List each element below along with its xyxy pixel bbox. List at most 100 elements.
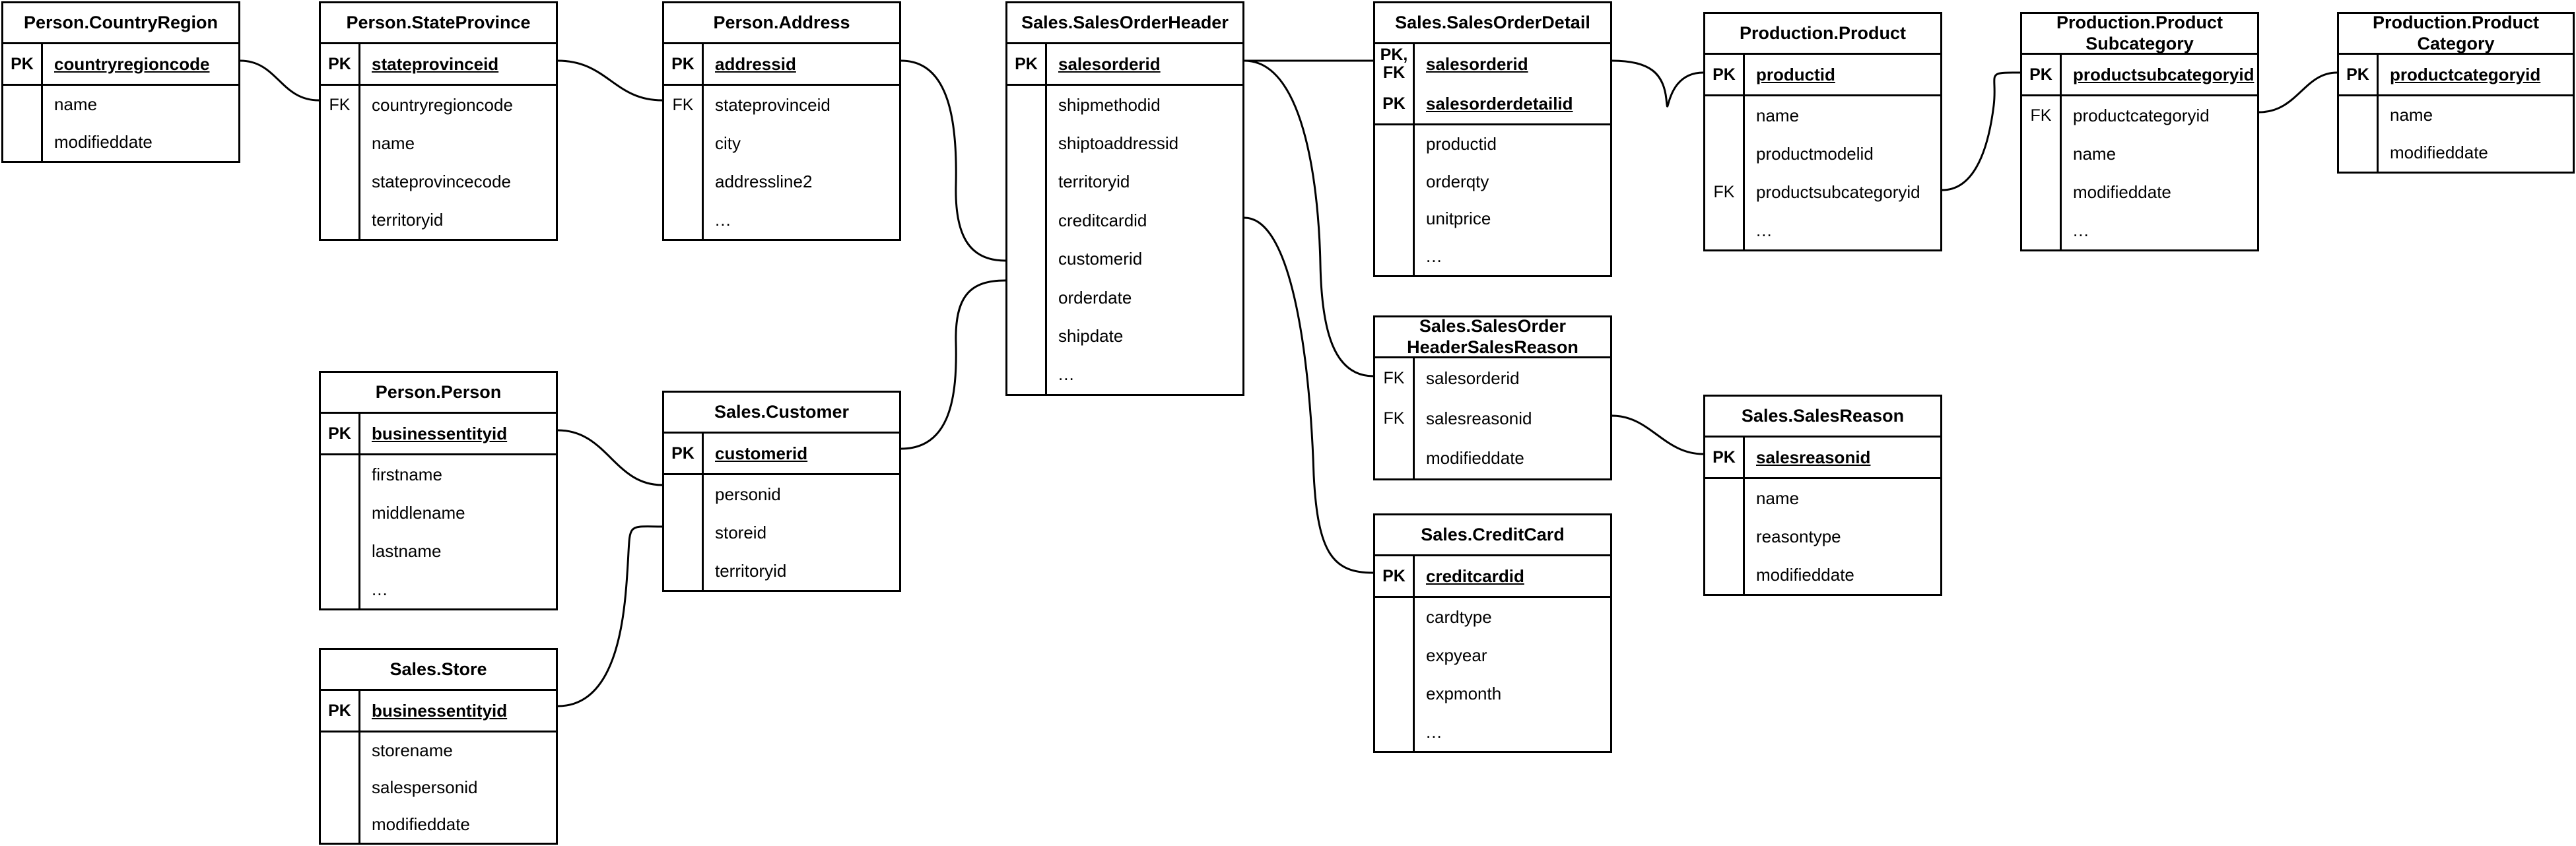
attribute-row[interactable]: modifieddate — [321, 806, 556, 843]
attribute-row[interactable]: territoryid — [321, 201, 556, 239]
entity-title: Production.Product — [1705, 14, 1940, 55]
attribute-row[interactable]: salespersonid — [321, 769, 556, 806]
attribute-row[interactable]: orderqty — [1375, 162, 1610, 201]
attribute-row[interactable]: ... — [1375, 713, 1610, 751]
attribute-row[interactable]: modifieddate — [2022, 173, 2257, 211]
entity-title: Person.Address — [664, 3, 899, 44]
attribute-row[interactable]: personid — [664, 475, 899, 513]
attribute-row[interactable]: orderdate — [1007, 278, 1242, 317]
attribute-row[interactable]: modifieddate — [1375, 438, 1610, 479]
key-indicator — [1375, 438, 1415, 479]
relationship-rel-stateprovince-address[interactable] — [551, 52, 680, 110]
attribute-row[interactable]: ... — [2022, 211, 2257, 249]
attribute-row[interactable]: name — [2022, 135, 2257, 173]
attribute-row[interactable]: modifieddate — [3, 123, 238, 161]
attribute-row[interactable]: ... — [1375, 238, 1610, 275]
attribute-row[interactable]: ... — [1007, 355, 1242, 394]
relationship-rel-salesorderheader-sohsr[interactable] — [1244, 59, 1380, 385]
attribute-row[interactable]: shipdate — [1007, 317, 1242, 356]
attribute-row[interactable]: name — [1705, 479, 1940, 517]
relationship-rel-address-salesorderheader[interactable] — [894, 52, 1023, 271]
attribute-row[interactable]: lastname — [321, 532, 556, 570]
attribute-name: countryregioncode — [54, 53, 210, 74]
key-indicator — [321, 769, 360, 806]
relationship-line — [557, 59, 663, 102]
attribute-row[interactable]: expmonth — [1375, 674, 1610, 713]
attribute-row[interactable]: productmodelid — [1705, 135, 1940, 173]
attribute-row[interactable]: modifieddate — [2339, 134, 2573, 172]
relationship-rel-salesorderdetail-product[interactable] — [1611, 59, 1711, 108]
attribute-row[interactable]: reasontype — [1705, 517, 1940, 556]
attribute-row[interactable]: customerid — [1007, 240, 1242, 278]
attribute-row[interactable]: productid — [1375, 125, 1610, 163]
attribute-row[interactable]: name — [321, 124, 556, 162]
attribute-row[interactable]: stateprovincecode — [321, 162, 556, 201]
attribute-row[interactable]: unitprice — [1375, 200, 1610, 238]
attribute-row[interactable]: shipmethodid — [1007, 86, 1242, 125]
attribute-row[interactable]: middlename — [321, 494, 556, 532]
relationship-rel-salesorderheader-salesorderdetail[interactable] — [1237, 51, 1391, 71]
key-indicator — [2022, 135, 2062, 173]
attribute-row[interactable]: cardtype — [1375, 598, 1610, 636]
attribute-row[interactable]: creditcardid — [1007, 201, 1242, 240]
attribute-row[interactable]: addressline2 — [664, 162, 899, 201]
attribute-row[interactable]: territoryid — [1007, 162, 1242, 202]
key-indicator — [1375, 238, 1415, 275]
attribute-row[interactable]: name — [1705, 96, 1940, 135]
attribute-row[interactable]: storeid — [664, 513, 899, 552]
attribute-row[interactable]: name — [3, 86, 238, 123]
relationship-rel-customer-salesorderheader[interactable] — [894, 271, 1023, 457]
attribute-row[interactable]: ... — [1705, 211, 1940, 249]
attribute-row[interactable]: shiptoaddressid — [1007, 124, 1242, 163]
attribute-row[interactable]: territoryid — [664, 552, 899, 590]
attribute-row[interactable]: name — [2339, 96, 2573, 134]
attribute-row[interactable]: modifieddate — [1705, 556, 1940, 594]
attribute-name: modifieddate — [1426, 448, 1524, 469]
attribute-name: lastname — [372, 540, 442, 561]
attribute-row[interactable]: storename — [321, 732, 556, 769]
attribute-row[interactable]: firstname — [321, 455, 556, 494]
relationship-rel-salesorderheader-creditcard[interactable] — [1227, 208, 1380, 581]
attribute-row[interactable]: expyear — [1375, 636, 1610, 674]
attribute-row[interactable]: ... — [321, 570, 556, 608]
attribute-row[interactable]: ... — [664, 201, 899, 239]
attribute-row[interactable]: city — [664, 124, 899, 162]
entity-title: Sales.SalesReason — [1705, 397, 1940, 438]
